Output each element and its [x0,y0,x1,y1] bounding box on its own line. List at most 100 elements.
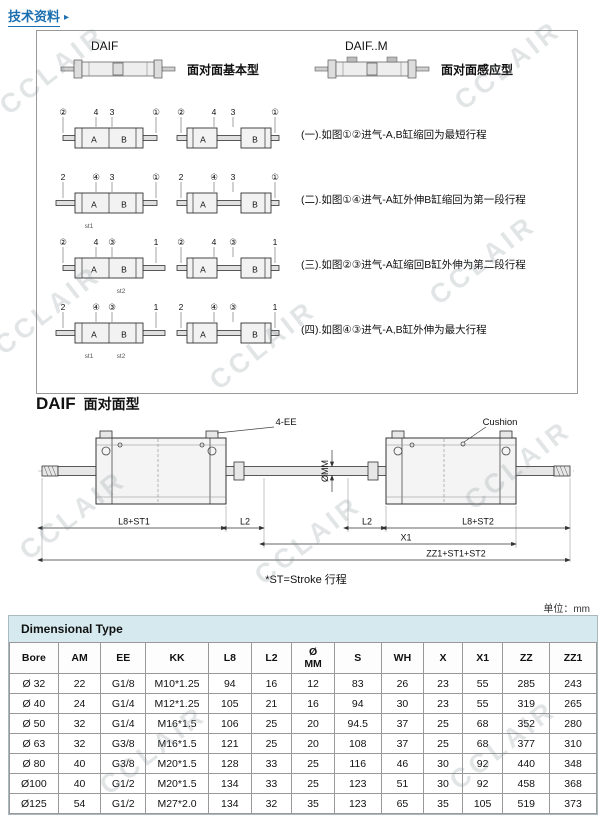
value-cell: 21 [250,693,293,714]
value-cell: 243 [549,673,597,694]
value-cell: 25 [291,773,335,794]
port-label: ③ [108,302,116,312]
value-cell: 22 [57,673,102,694]
port-label: ① [271,107,279,117]
value-cell: 92 [461,753,504,774]
cushion-label: Cushion [483,417,518,428]
port-label: 4 [94,237,99,247]
value-cell: G1/4 [100,693,147,714]
column-header: X [423,642,463,674]
port-label: 4 [212,237,217,247]
value-cell: 106 [208,713,252,734]
value-cell: 116 [333,753,382,774]
port-label: ④ [92,302,100,312]
table-title: Dimensional Type [21,622,123,636]
value-cell: 377 [502,733,551,754]
value-cell: 123 [333,793,382,814]
chamber-label: B [121,199,127,209]
chamber-label: A [91,199,97,209]
stroke-sub-label: st1 [85,353,94,360]
operation-description: (一).如图①②进气-A,B缸缩回为最短行程 [301,128,487,141]
chamber-label: A [200,264,206,274]
value-cell: 68 [461,713,504,734]
port-label: 2 [179,302,184,312]
value-cell: 25 [291,753,335,774]
value-cell: 94 [208,673,252,694]
stroke-sub-label: st1 [85,223,94,230]
bore-cell: Ø 40 [9,693,59,714]
value-cell: M20*1.5 [145,753,209,774]
value-cell: 105 [208,693,252,714]
port-label: ② [59,107,67,117]
value-cell: 46 [380,753,425,774]
column-header: ZZ [502,642,551,674]
value-cell: 23 [423,673,463,694]
cylinder-schematic-left: 2 ④ 3 ① A B st1 [55,172,160,230]
value-cell: 68 [461,733,504,754]
cylinder-schematic-left: 2 ④ ③ 1 A B st1 st2 [55,302,166,360]
value-cell: 108 [333,733,382,754]
port-label: 3 [231,107,236,117]
cylinder-schematic-right: ② 4 3 ① A B [176,107,280,148]
unit-note: 单位：mm [543,604,590,615]
value-cell: 265 [549,693,597,714]
value-cell: 134 [208,773,252,794]
value-cell: M10*1.25 [145,673,209,694]
chamber-label: B [121,264,127,274]
value-cell: 32 [250,793,293,814]
product-image-daif [60,59,176,79]
column-header: Bore [9,642,59,674]
page-header: 技术资料▸ [8,6,69,27]
port-label: ③ [229,237,237,247]
chamber-label: B [121,134,127,144]
dimension-label: L8+ST1 [118,517,150,527]
chamber-label: B [252,199,258,209]
value-cell: G1/4 [100,713,147,734]
cylinder-schematic-right: ② 4 ③ 1 A B [176,237,280,278]
port-label: ① [152,172,160,182]
value-cell: 32 [57,713,102,734]
value-cell: 35 [291,793,335,814]
port-thread-label: 4-EE [275,417,296,428]
cylinder-schematic-left: ② 4 ③ 1 A B st2 [59,237,166,295]
product-image-daif-m [314,56,430,79]
value-cell: 35 [423,793,463,814]
value-cell: 458 [502,773,551,794]
port-label: 2 [61,302,66,312]
value-cell: 40 [57,753,102,774]
value-cell: 373 [549,793,597,814]
value-cell: 368 [549,773,597,794]
port-label: ② [177,107,185,117]
value-cell: 25 [250,733,293,754]
operation-row: 2 ④ ③ 1 A B st1 st2 2 [55,298,569,363]
value-cell: 319 [502,693,551,714]
chamber-label: A [200,134,206,144]
value-cell: 32 [57,733,102,754]
column-header: X1 [461,642,504,674]
bore-cell: Ø100 [9,773,59,794]
port-label: ① [152,107,160,117]
value-cell: 310 [549,733,597,754]
bore-cell: Ø125 [9,793,59,814]
bore-cell: Ø 32 [9,673,59,694]
column-header: Ø MM [291,642,335,674]
drawing-model: DAIF [36,394,76,413]
stroke-sub-label: st2 [117,353,126,360]
value-cell: G3/8 [100,753,147,774]
dimension-label: L2 [362,517,372,527]
chamber-label: B [252,134,258,144]
port-label: ③ [108,237,116,247]
value-cell: 121 [208,733,252,754]
value-cell: 25 [423,733,463,754]
column-header: EE [100,642,147,674]
product-sensing: DAIF..M 面对面感应型 [313,39,567,83]
bore-cell: Ø 50 [9,713,59,734]
